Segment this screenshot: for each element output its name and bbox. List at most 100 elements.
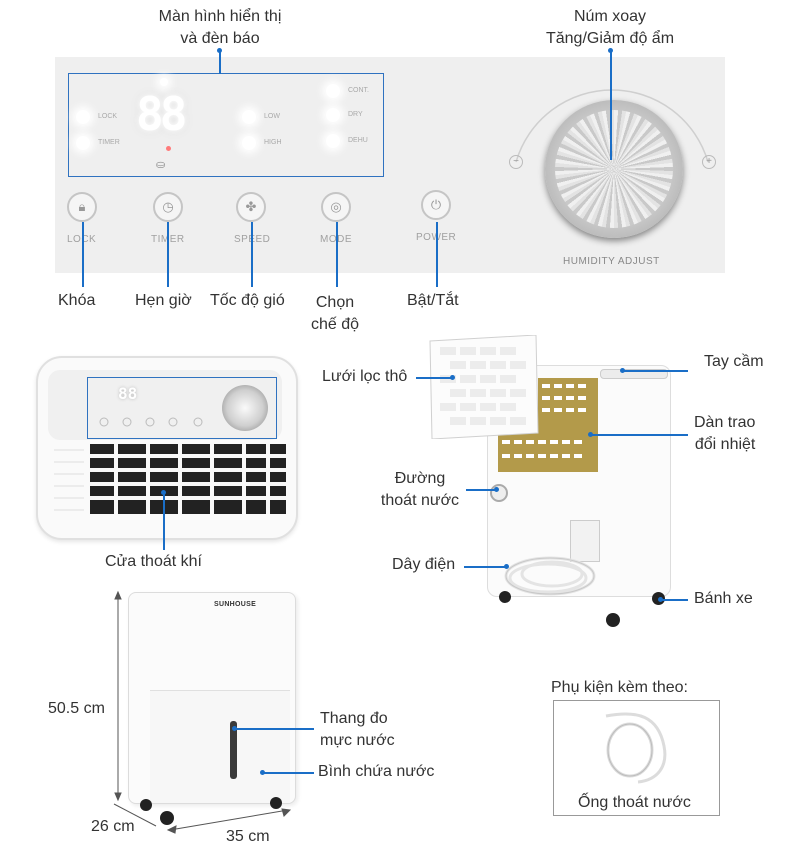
top-view-segment: 88 [118,384,138,403]
coil-callout-line1: Dàn trao [694,414,756,431]
cord-callout: Dây điện [392,556,456,573]
power-cord [504,556,596,596]
drain-leader-dot [494,487,499,492]
accessory-box [553,700,720,816]
display-leader-dot [217,48,222,53]
low-led [242,110,256,124]
knob-leader-dot [608,48,613,53]
dehu-led [326,134,340,148]
height-dimension: 50.5 cm [48,700,105,717]
level-callout: Thang đo mực nước [320,708,395,752]
spacer [290,444,292,445]
handle-callout: Tay cầm [704,353,764,370]
accessory-title: Phụ kiện kèm theo: [551,679,688,696]
cont-led [326,84,340,98]
knob-face [555,110,673,228]
outlet-callout: Cửa thoát khí [105,553,202,570]
mode-callout: Chọn chế độ [300,292,370,336]
knob-callout-line1: Núm xoay [573,8,647,25]
filter-leader-dot [450,375,455,380]
coil-leader [590,434,688,436]
power-socket-panel [570,520,600,562]
left-vent-lines [54,449,84,511]
knob-minus-icon: − [509,155,523,169]
drain-callout-line2: thoát nước [380,492,460,509]
level-leader [234,728,314,730]
timer-led [76,136,90,150]
dehu-led-label: DEHU [348,137,368,144]
knob-label: HUMIDITY ADJUST [563,256,660,267]
wheel-leader-dot [658,597,663,602]
depth-dimension: 26 cm [91,818,135,835]
red-indicator-led [166,146,171,151]
accessory-item-label: Ống thoát nước [578,794,691,811]
lock-led [76,110,90,124]
filter-leader [416,377,452,379]
mode-button[interactable]: ◎ [321,192,351,222]
speed-button[interactable]: ✤ [236,192,266,222]
display-callout-line1: Màn hình hiển thị [158,8,282,25]
knob-plus-icon: + [702,155,716,169]
timer-leader [167,222,169,287]
power-button-label: POWER [416,232,456,243]
top-view-highlight [87,377,277,439]
air-outlet-grille [90,444,286,514]
power-callout: Bật/Tắt [407,292,459,309]
top-view-buttons [99,417,203,427]
display-callout-line2: và đèn báo [180,30,260,47]
cord-leader [464,566,506,568]
mode-callout-line2: chế độ [310,316,360,333]
knob-callout-line2: Tăng/Giảm độ ẩm [545,30,675,47]
high-led [242,136,256,150]
width-dimension: 35 cm [226,828,270,845]
drain-callout-line1: Đường [394,470,446,487]
power-button[interactable]: ⏻ [421,190,451,220]
fan-icon: ✤ [245,199,257,214]
drain-leader [466,489,496,491]
speed-leader [251,222,253,287]
lock-leader [82,222,84,287]
dry-led [326,108,340,122]
front-wheel-right [270,797,282,809]
tank-leader-dot [260,770,265,775]
dry-led-label: DRY [348,111,363,118]
tank-leader [262,772,314,774]
lock-button-label: LOCK [67,234,96,245]
wheel-leader [660,599,688,601]
coil-leader-dot [588,432,593,437]
top-indicator-led [160,78,168,86]
knob-callout: Núm xoay Tăng/Giảm độ ẩm [520,6,700,50]
water-level-window [230,721,237,779]
drain-hose-icon [605,712,667,784]
cont-led-label: CONT. [348,87,369,94]
lock-button[interactable]: 🔒︎ [67,192,97,222]
top-view-knob [222,385,268,431]
heat-exchanger-coil [498,378,598,472]
level-leader-dot [232,726,237,731]
timer-button[interactable]: ◷ [153,192,183,222]
drain-port [490,484,508,502]
filter-callout: Lưới lọc thô [322,368,408,385]
handle-leader-dot [620,368,625,373]
coil-callout: Dàn trao đổi nhiệt [694,412,755,456]
lock-icon: 🔒︎ [78,199,86,214]
mode-icon: ◎ [330,199,342,214]
lock-callout: Khóa [58,292,96,309]
knob-leader [610,50,612,160]
display-callout: Màn hình hiển thị và đèn báo [130,6,310,50]
outlet-leader [163,492,165,550]
rear-wheel-front [606,613,620,627]
power-leader [436,222,438,287]
humidity-knob[interactable] [545,100,683,238]
coarse-filter [429,335,539,439]
level-callout-line1: Thang đo [320,710,388,727]
timer-icon: ◷ [162,199,174,214]
water-tank [150,690,290,803]
handle [600,369,668,379]
knob-arc [515,89,709,163]
front-wheel-left [140,799,152,811]
drain-callout: Đường thoát nước [375,468,465,512]
mode-leader [336,222,338,287]
high-led-label: HIGH [264,139,282,146]
timer-callout: Hẹn giờ [135,292,192,309]
